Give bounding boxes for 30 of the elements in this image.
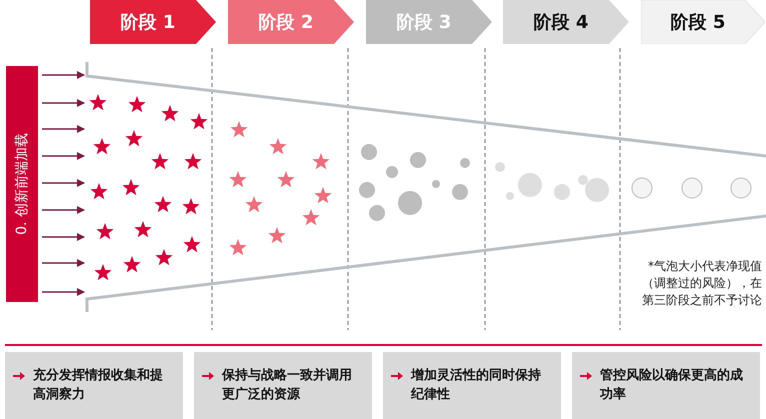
footnote-text: *气泡大小代表净现值（调整过的风险），在第三阶段之前不予讨论 <box>641 258 762 309</box>
arrow <box>42 125 85 133</box>
input-bar <box>6 66 38 302</box>
goal-text: 管控风险以确保更高的成功率 <box>600 366 744 404</box>
goal-text: 增加灵活性的同时保持纪律性 <box>411 367 542 404</box>
arrow <box>42 206 85 214</box>
input-label: 0. 创新前端加载 <box>13 133 31 235</box>
arrow <box>42 99 85 107</box>
arrow <box>42 233 85 241</box>
goal-text: 保持与战略一致并调用更广泛的资源 <box>222 366 353 404</box>
arrow <box>42 288 85 296</box>
stage-label: 阶段 1 <box>120 11 176 34</box>
goal-panel <box>194 352 372 419</box>
arrow <box>42 71 85 79</box>
arrow <box>42 152 85 160</box>
stage-header <box>641 0 765 44</box>
stage-label: 阶段 2 <box>258 11 314 34</box>
stage-label: 阶段 3 <box>396 11 452 34</box>
goal-text: 充分发挥情报收集和提高洞察力 <box>33 366 164 404</box>
goal-panel <box>383 352 561 419</box>
stage-header <box>503 0 629 44</box>
arrow <box>42 259 85 267</box>
stage-header <box>90 0 216 44</box>
stage-label: 阶段 4 <box>534 11 590 34</box>
arrow <box>42 179 85 187</box>
stage-header <box>228 0 354 44</box>
goal-panel <box>5 352 183 419</box>
stage-header <box>366 0 492 44</box>
stage-label: 阶段 5 <box>670 11 726 34</box>
goal-panel <box>572 352 760 419</box>
